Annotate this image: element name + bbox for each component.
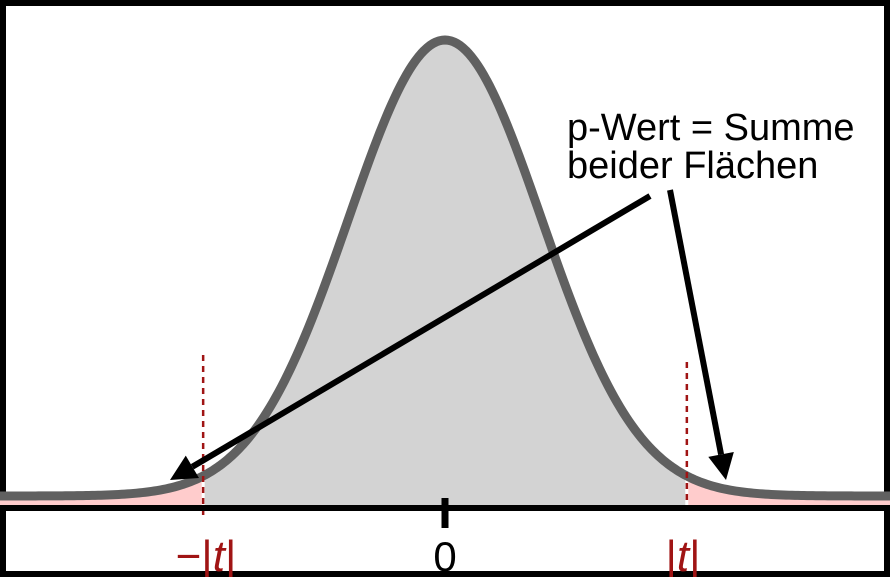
density-curve xyxy=(0,35,890,501)
pos-t-bar-open: | xyxy=(665,532,676,577)
annotation-line-1: p-Wert = Summe xyxy=(567,107,855,149)
neg-t-label: −|t| xyxy=(176,532,237,577)
annotation-line-2: beider Flächen xyxy=(567,145,818,187)
arrow-to-right-tail xyxy=(667,189,734,480)
neg-t-variable: t xyxy=(213,532,227,577)
pos-t-variable: t xyxy=(677,532,691,577)
arrow-to-left-tail xyxy=(170,193,652,480)
pos-t-label: |t| xyxy=(665,532,700,577)
zero-label: 0 xyxy=(433,533,456,577)
neg-t-bar: | xyxy=(225,532,236,577)
neg-t-minus: −| xyxy=(176,532,213,577)
pos-t-bar-close: | xyxy=(689,532,700,577)
